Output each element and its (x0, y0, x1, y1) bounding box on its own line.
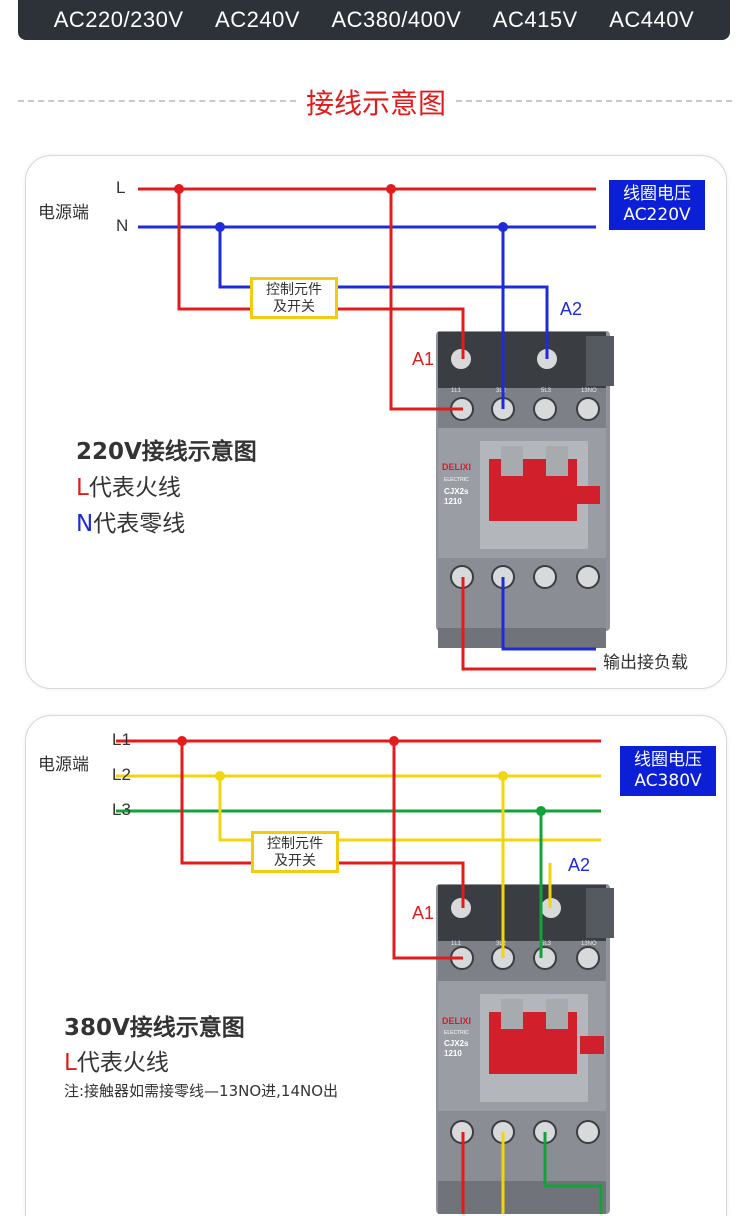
coil-voltage-value: AC380V (634, 771, 702, 791)
contactor-device: DELIXI ELECTRIC CJX2s 1210 1L1 3L2 5L3 1… (436, 884, 614, 1214)
junction-dots (177, 736, 546, 816)
terminal-label: 13NO (581, 941, 597, 947)
coil-voltage-title: 线圈电压 (623, 184, 691, 204)
line-l-label: L (116, 178, 126, 197)
contactor-device: DELIXI ELECTRIC CJX2s 1210 1L1 3L2 5L3 1… (436, 331, 614, 648)
line-l1-label: L1 (112, 730, 131, 749)
section-title: 接线示意图 (0, 80, 750, 120)
diagram-220v-card: DELIXI ELECTRIC CJX2s 1210 1L1 3L2 5L3 1… (25, 155, 727, 689)
line-l3-label: L3 (112, 800, 131, 819)
terminal-label: 13NO (581, 388, 597, 394)
divider (456, 100, 732, 102)
line-n-label: N (116, 216, 129, 235)
voltage-option: AC220/230V (53, 7, 184, 32)
brand-label: DELIXI (442, 1016, 471, 1026)
terminal-label: 3L2 (496, 388, 507, 394)
brand-sub-label: ELECTRIC (444, 477, 469, 483)
power-source-label: 电源端 (38, 203, 89, 223)
code-label: 1210 (444, 497, 462, 506)
code-label: 1210 (444, 1049, 462, 1058)
coil-voltage-title: 线圈电压 (634, 750, 702, 770)
terminal-label: 1L1 (451, 388, 462, 394)
diagram-heading: 220V接线示意图 (76, 439, 257, 465)
control-label: 控制元件 (266, 282, 322, 298)
voltage-option: AC380/400V (331, 7, 462, 32)
legend-text: 代表火线 (88, 475, 181, 501)
wires (116, 739, 603, 1214)
voltage-option: AC240V (215, 7, 300, 32)
voltage-option: AC415V (492, 7, 578, 32)
wiring-note: 注:接触器如需接零线—13NO进,14NO出 (64, 1082, 339, 1100)
coil-voltage-value: AC220V (623, 205, 691, 225)
legend-neutral: N代表零线 (76, 504, 185, 538)
legend-letter: L (64, 1050, 77, 1076)
divider (18, 100, 296, 102)
terminal-label: 3L2 (496, 941, 507, 947)
junction-dots (174, 184, 508, 232)
brand-label: DELIXI (442, 462, 471, 472)
coil-voltage-box: 线圈电压 AC380V (620, 746, 716, 796)
legend-live: L代表火线 (76, 468, 181, 502)
coil-voltage-box: 线圈电压 AC220V (609, 180, 705, 230)
section-title-text: 接线示意图 (305, 87, 446, 120)
terminal-a1-label: A1 (412, 903, 435, 923)
wiring-diagram-220v: DELIXI ELECTRIC CJX2s 1210 1L1 3L2 5L3 1… (138, 184, 614, 671)
output-load-label: 输出接负载 (603, 653, 688, 673)
wiring-diagram-380v: DELIXI ELECTRIC CJX2s 1210 1L1 3L2 5L3 1… (116, 736, 614, 1214)
legend-letter: N (76, 511, 94, 537)
terminal-a2-label: A2 (568, 855, 591, 875)
voltage-option: AC440V (609, 7, 695, 32)
legend-letter: L (76, 475, 89, 501)
legend-text: 代表零线 (93, 511, 186, 537)
legend-text: 代表火线 (76, 1050, 169, 1076)
voltage-bar: AC220/230V AC240V AC380/400V AC415V AC44… (18, 0, 730, 40)
model-label: CJX2s (444, 487, 469, 496)
terminal-a2-label: A2 (560, 299, 583, 319)
line-l2-label: L2 (112, 765, 131, 784)
control-switch-box: 控制元件 及开关 (251, 831, 339, 873)
terminal-a1-label: A1 (412, 349, 435, 369)
power-source-label: 电源端 (38, 755, 89, 775)
control-label: 及开关 (273, 299, 315, 315)
terminal-label: 1L1 (451, 941, 462, 947)
diagram-380v-card: DELIXI ELECTRIC CJX2s 1210 1L1 3L2 5L3 1… (25, 715, 727, 1216)
control-switch-box: 控制元件 及开关 (250, 277, 338, 319)
terminal-label: 5L3 (541, 388, 552, 394)
control-label: 控制元件 (267, 836, 323, 852)
terminal-label: 5L3 (541, 941, 552, 947)
diagram-heading: 380V接线示意图 (64, 1015, 245, 1041)
legend-live: L代表火线 (64, 1043, 169, 1077)
model-label: CJX2s (444, 1039, 469, 1048)
control-label: 及开关 (274, 853, 316, 869)
brand-sub-label: ELECTRIC (444, 1030, 469, 1036)
